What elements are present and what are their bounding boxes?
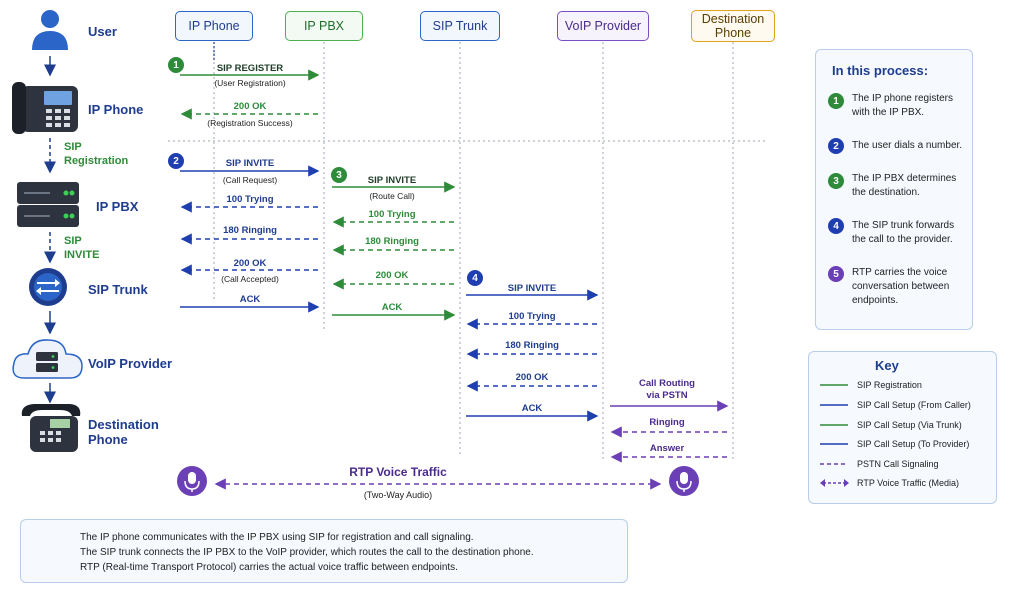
process-step-line: the call to the provider. [852, 234, 953, 245]
msg-ringing: Ringing [649, 417, 685, 428]
process-step-line: The SIP trunk forwards [852, 220, 955, 231]
key-label-pstn: PSTN Call Signaling [857, 459, 939, 469]
process-step-3: The IP PBX determines the destination. [852, 172, 967, 200]
info-line-1: The IP phone communicates with the IP PB… [80, 532, 474, 543]
msg-sip-register-sub: (User Registration) [214, 78, 286, 88]
rtp-label: RTP Voice Traffic [349, 465, 447, 479]
participant-sip-trunk: SIP Trunk [420, 11, 500, 41]
msg-sip-invite-provider: SIP INVITE [507, 283, 557, 294]
msg-180-ringing-pbx: 180 Ringing [223, 225, 277, 236]
key-label-via-trunk: SIP Call Setup (Via Trunk) [857, 420, 962, 430]
msg-100-trying-pbx: 100 Trying [226, 194, 274, 205]
process-step-badge-5: 5 [828, 266, 844, 282]
server-icon [17, 182, 79, 227]
process-step-line: the destination. [852, 187, 920, 198]
msg-100-trying-provider: 100 Trying [508, 311, 556, 322]
process-title: In this process: [832, 63, 929, 78]
msg-sip-invite-call: SIP INVITE [225, 158, 275, 169]
process-step-line: The user dials a number. [852, 140, 963, 151]
step-badge-4: 4 [467, 270, 483, 286]
note-sip-registration: SIP Registration [64, 140, 128, 168]
msg-200-ok-call: 200 OK [233, 258, 267, 269]
process-step-badge-3: 3 [828, 173, 844, 189]
key-label-to-provider: SIP Call Setup (To Provider) [857, 439, 970, 449]
msg-ack-provider: ACK [521, 403, 543, 414]
key-label-sip-registration: SIP Registration [857, 380, 922, 390]
key-title: Key [875, 358, 899, 373]
desk-phone-icon [12, 82, 78, 134]
msg-call-routing: Call Routing [639, 378, 695, 389]
process-step-line: RTP carries the voice [852, 267, 948, 278]
process-step-line: The IP phone registers [852, 93, 953, 104]
info-box [20, 519, 628, 583]
cloud-server-icon [12, 339, 83, 379]
process-step-line: conversation between [852, 281, 950, 292]
note-line: INVITE [64, 249, 100, 261]
info-line-2: The SIP trunk connects the IP PBX to the… [80, 547, 534, 558]
entity-label-sip-trunk: SIP Trunk [88, 282, 148, 297]
msg-ack-trunk: ACK [381, 302, 403, 313]
phone-icon [21, 404, 81, 452]
participant-ip-phone: IP Phone [175, 11, 253, 41]
step-badge-3: 3 [331, 167, 347, 183]
note-line: Registration [64, 155, 129, 167]
note-line: SIP [64, 235, 82, 247]
msg-answer: Answer [649, 443, 685, 454]
key-label-from-caller: SIP Call Setup (From Caller) [857, 400, 971, 410]
msg-180-ringing-trunk: 180 Ringing [365, 236, 419, 247]
note-line: SIP [64, 141, 82, 153]
microphone-icon [669, 466, 699, 496]
process-step-line: endpoints. [852, 295, 899, 306]
step-badge-2: 2 [168, 153, 184, 169]
msg-sip-invite-call-sub: (Call Request) [222, 175, 278, 185]
entity-label-destination-phone: Destination Phone [88, 417, 159, 447]
process-step-badge-1: 1 [828, 93, 844, 109]
msg-ack-pbx: ACK [239, 294, 261, 305]
entity-label-voip-provider: VoIP Provider [88, 356, 173, 371]
process-step-5: RTP carries the voice conversation betwe… [852, 266, 967, 308]
process-step-4: The SIP trunk forwards the call to the p… [852, 219, 967, 247]
msg-200-ok-provider: 200 OK [515, 372, 549, 383]
entity-label-ip-pbx: IP PBX [96, 199, 139, 214]
note-sip-invite: SIP INVITE [64, 234, 99, 262]
msg-200-ok-registration: 200 OK [233, 101, 267, 112]
entity-label-user: User [88, 24, 117, 39]
participant-voip-provider: VoIP Provider [557, 11, 649, 41]
msg-200-ok-trunk: 200 OK [375, 270, 409, 281]
msg-sip-register: SIP REGISTER [216, 63, 284, 74]
msg-200-ok-call-sub: (Call Accepted) [221, 274, 279, 284]
process-step-line: with the IP PBX. [852, 107, 925, 118]
key-swatches [820, 384, 849, 487]
rtp-sub: (Two-Way Audio) [363, 490, 433, 500]
process-step-badge-2: 2 [828, 138, 844, 154]
process-step-line: The IP PBX determines [852, 173, 957, 184]
info-line-3: RTP (Real-time Transport Protocol) carri… [80, 562, 458, 573]
entity-label-ip-phone: IP Phone [88, 102, 144, 117]
msg-180-ringing-provider: 180 Ringing [505, 340, 559, 351]
msg-100-trying-trunk: 100 Trying [368, 209, 416, 220]
key-label-rtp: RTP Voice Traffic (Media) [857, 478, 960, 488]
participant-ip-pbx: IP PBX [285, 11, 363, 41]
user-icon [32, 10, 68, 50]
process-step-1: The IP phone registers with the IP PBX. [852, 92, 967, 120]
participant-destination-phone: Destination Phone [691, 10, 775, 42]
step-badge-1: 1 [168, 57, 184, 73]
msg-200-ok-registration-sub: (Registration Success) [207, 118, 293, 128]
msg-sip-invite-route: SIP INVITE [367, 175, 417, 186]
microphone-icon [177, 466, 207, 496]
msg-call-routing-line2: via PSTN [646, 390, 688, 401]
router-icon [29, 268, 67, 306]
process-step-2: The user dials a number. [852, 139, 967, 153]
process-step-badge-4: 4 [828, 218, 844, 234]
lifelines [213, 42, 734, 462]
msg-sip-invite-route-sub: (Route Call) [369, 191, 415, 201]
key-panel [808, 351, 997, 504]
